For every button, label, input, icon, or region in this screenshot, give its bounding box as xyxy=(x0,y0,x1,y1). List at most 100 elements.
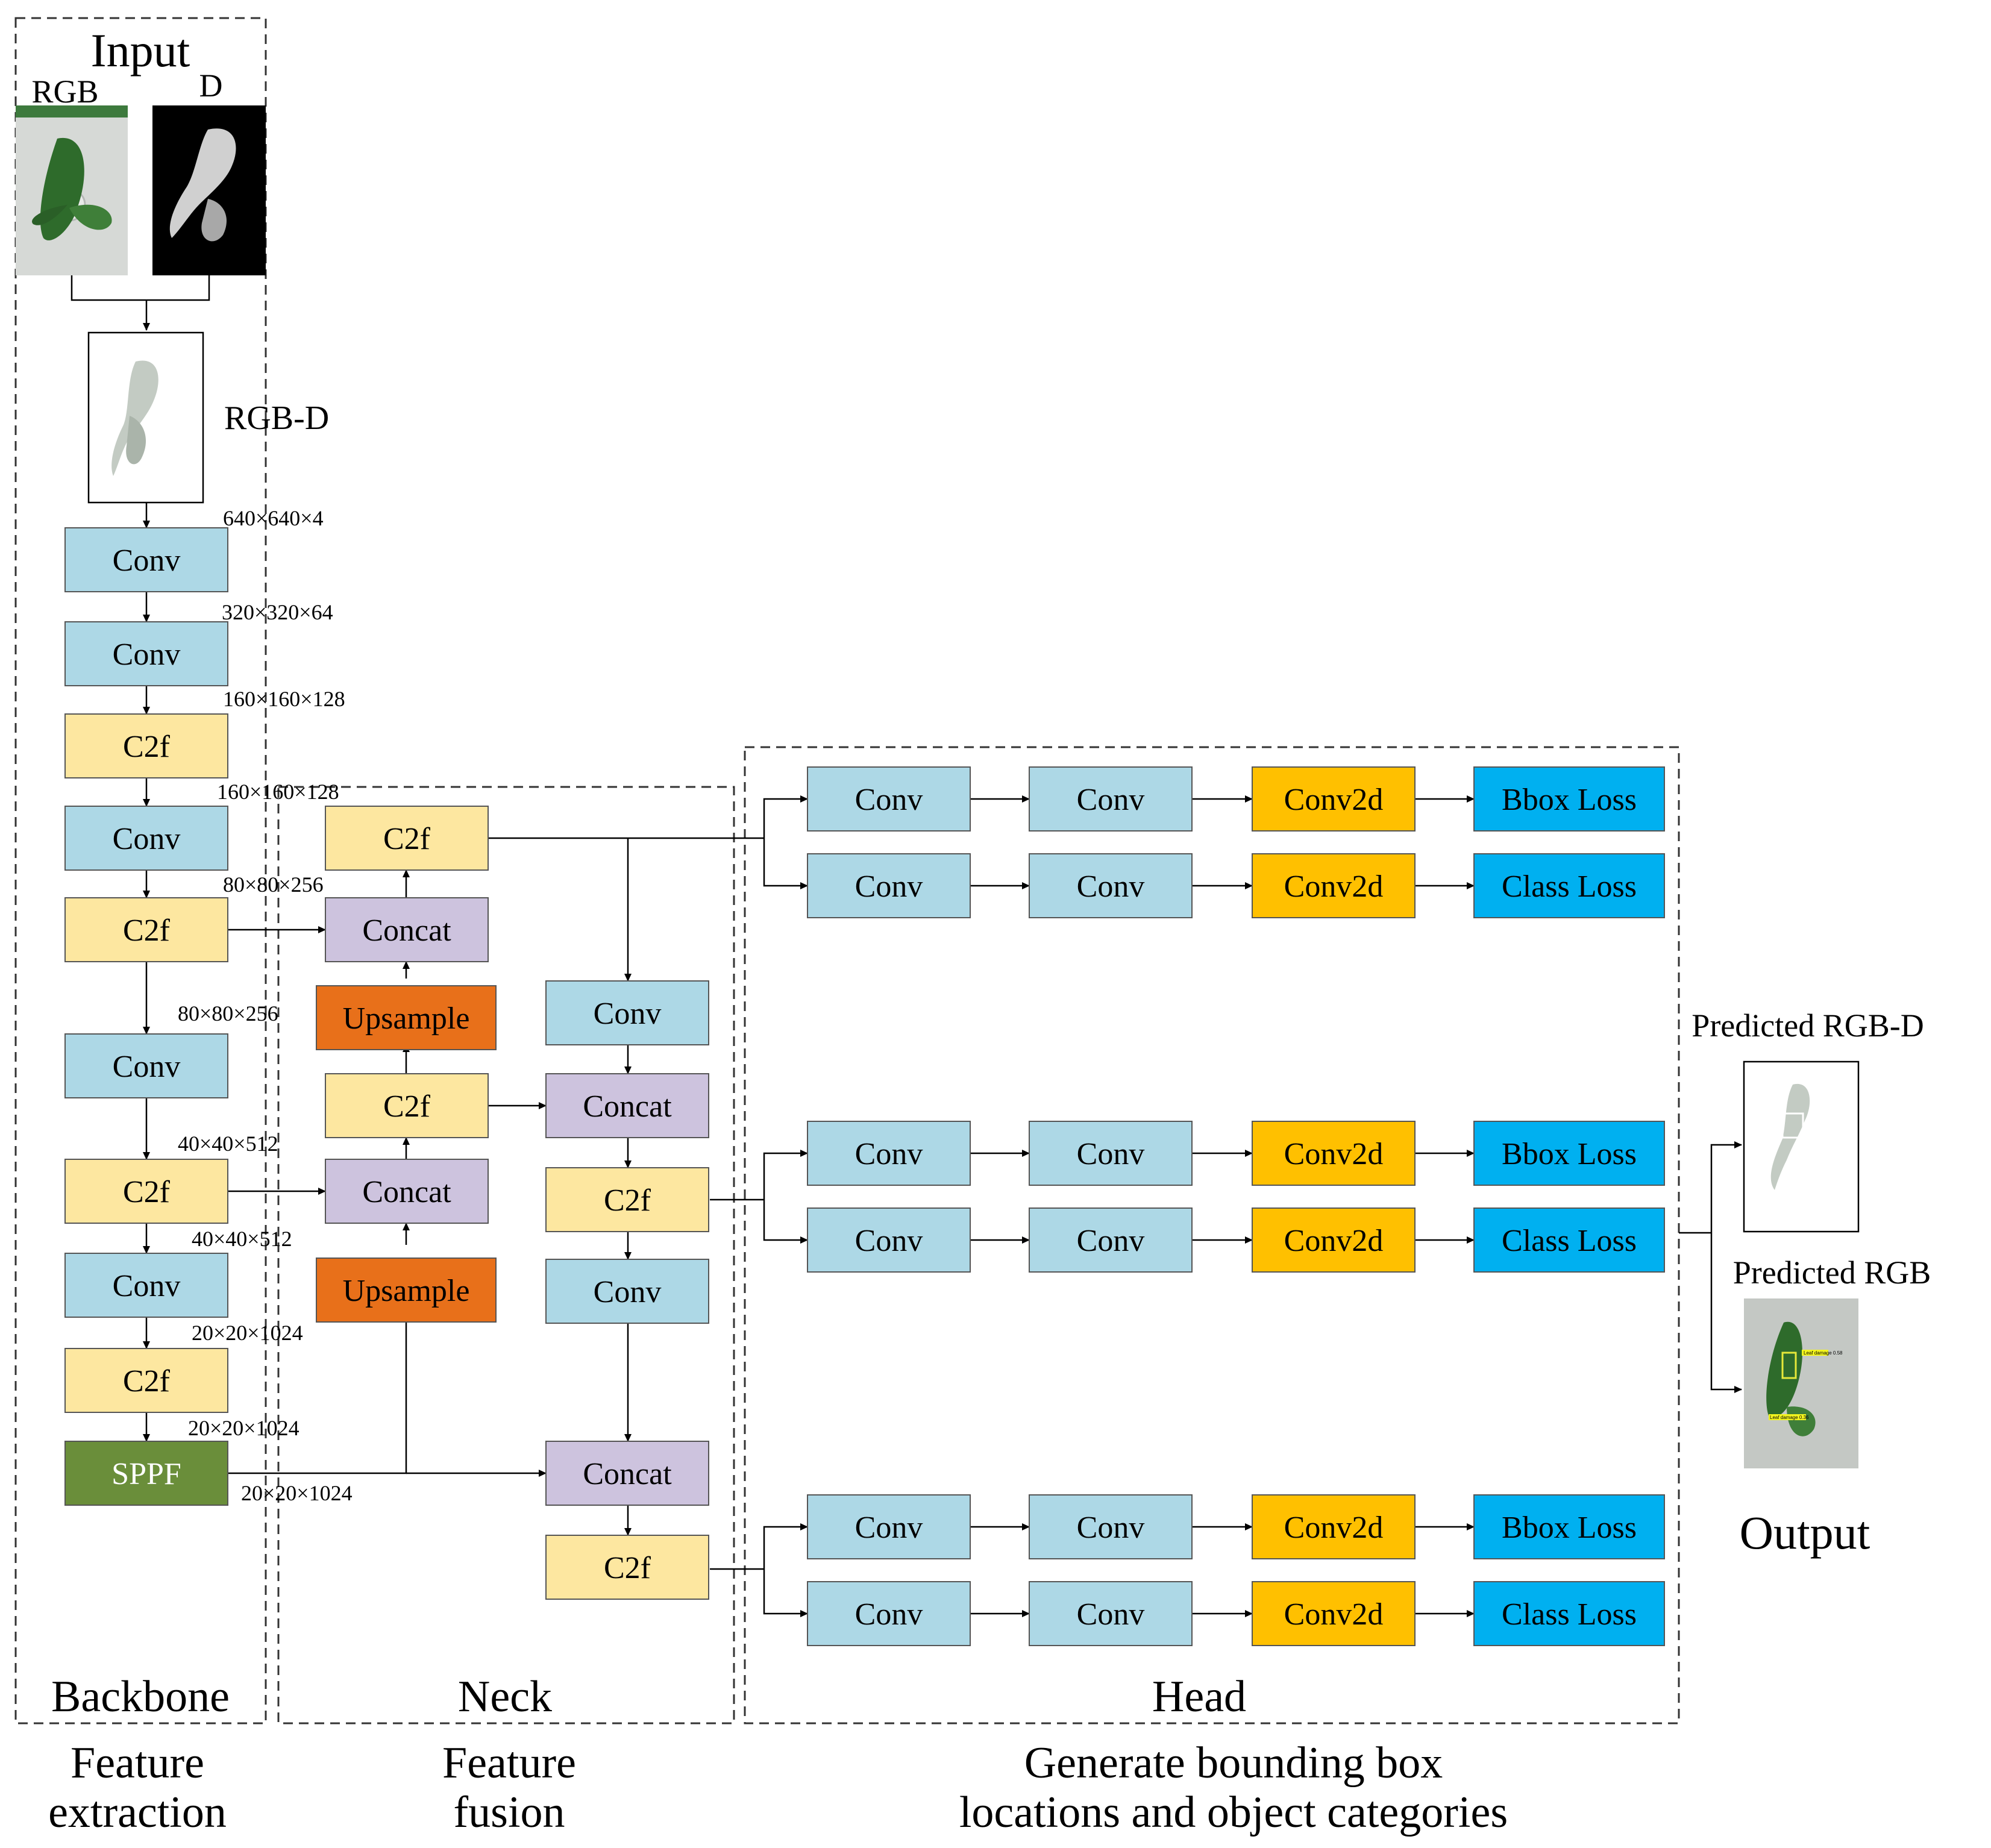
backbone-title: Backbone xyxy=(51,1672,230,1721)
dimension-label: 40×40×512 xyxy=(178,1132,278,1156)
head-block-conv2d: Conv2d xyxy=(1252,766,1416,832)
head-block-conv: Conv xyxy=(807,853,971,918)
head-block-conv-label: Conv xyxy=(1077,783,1145,817)
head-block-conv-label: Conv xyxy=(855,1597,923,1632)
head-block-conv-label: Conv xyxy=(855,1511,923,1545)
neck-block-c2f-label: C2f xyxy=(383,822,431,856)
head-block-conv: Conv xyxy=(807,766,971,832)
backbone-block-conv: Conv xyxy=(64,1253,228,1318)
backbone-block-c2f: C2f xyxy=(64,897,228,962)
backbone-block-conv: Conv xyxy=(64,621,228,686)
neck-block-conv: Conv xyxy=(545,1259,709,1324)
bbox-loss-block-label: Bbox Loss xyxy=(1502,783,1637,817)
head-block-conv-label: Conv xyxy=(1077,869,1145,904)
head-block-conv2d-label: Conv2d xyxy=(1284,1511,1384,1545)
predicted-rgb-label: Predicted RGB xyxy=(1733,1254,1931,1291)
class-loss-block: Class Loss xyxy=(1473,1207,1665,1273)
neck-block-c2f-label: C2f xyxy=(383,1089,431,1124)
feature-fusion-line1: Feature xyxy=(442,1738,576,1788)
head-block-conv: Conv xyxy=(1029,1581,1193,1646)
bbox-loss-block-label: Bbox Loss xyxy=(1502,1511,1637,1545)
rgb-merge-line xyxy=(71,275,210,301)
neck-frame xyxy=(277,786,735,1724)
backbone-block-c2f: C2f xyxy=(64,1159,228,1224)
head-block-conv-label: Conv xyxy=(855,869,923,904)
head-block-conv2d-label: Conv2d xyxy=(1284,1597,1384,1632)
dimension-label: 320×320×64 xyxy=(222,600,333,624)
head-block-conv2d-label: Conv2d xyxy=(1284,1224,1384,1258)
rgbd-label: RGB-D xyxy=(224,399,329,437)
head-block-conv: Conv xyxy=(807,1207,971,1273)
neck-block-concat: Concat xyxy=(325,1159,489,1224)
detection-tag: Leaf damage 0.36 xyxy=(1770,1415,1809,1420)
neck-block-conv-label: Conv xyxy=(594,997,662,1031)
detection-tag: Leaf damage 0.58 xyxy=(1804,1350,1843,1356)
dimension-label: 80×80×256 xyxy=(223,872,324,897)
predicted-rgbd-label: Predicted RGB-D xyxy=(1692,1007,1924,1044)
predicted-rgbd-image xyxy=(1743,1060,1860,1233)
neck-block-concat-label: Concat xyxy=(583,1457,672,1491)
edges xyxy=(143,503,1742,1617)
head-block-conv-label: Conv xyxy=(1077,1224,1145,1258)
head-title: Head xyxy=(1152,1672,1246,1721)
dimension-label: 640×640×4 xyxy=(223,506,324,530)
feature-extraction-line2: extraction xyxy=(48,1788,227,1837)
dimension-label: 160×160×128 xyxy=(223,687,345,711)
neck-block-concat-label: Concat xyxy=(362,1175,451,1209)
head-block-conv2d: Conv2d xyxy=(1252,1494,1416,1559)
head-block-conv2d: Conv2d xyxy=(1252,853,1416,918)
feature-extraction-line1: Feature xyxy=(71,1738,204,1788)
backbone-block-conv: Conv xyxy=(64,527,228,592)
head-block-conv-label: Conv xyxy=(1077,1597,1145,1632)
head-block-conv-label: Conv xyxy=(855,1224,923,1258)
dimension-label: 20×20×1024 xyxy=(241,1481,353,1505)
head-block-conv2d-label: Conv2d xyxy=(1284,1137,1384,1171)
backbone-block-sppf: SPPF xyxy=(64,1441,228,1506)
backbone-block-c2f: C2f xyxy=(64,713,228,778)
head-block-conv2d: Conv2d xyxy=(1252,1207,1416,1273)
backbone-block-c2f: C2f xyxy=(64,1348,228,1413)
backbone-block-c2f-label: C2f xyxy=(123,730,171,764)
backbone-block-conv-label: Conv xyxy=(113,1269,181,1303)
backbone-block-conv: Conv xyxy=(64,806,228,871)
neck-block-concat: Concat xyxy=(545,1441,709,1506)
d-label: D xyxy=(199,67,223,104)
head-block-conv-label: Conv xyxy=(1077,1137,1145,1171)
head-block-conv2d-label: Conv2d xyxy=(1284,869,1384,904)
bbox-loss-block: Bbox Loss xyxy=(1473,766,1665,832)
head-block-conv-label: Conv xyxy=(855,783,923,817)
class-loss-block-label: Class Loss xyxy=(1502,869,1637,904)
neck-block-concat-label: Concat xyxy=(362,913,451,948)
neck-block-c2f: C2f xyxy=(325,806,489,871)
dimension-label: 80×80×256 xyxy=(178,1001,278,1026)
head-block-conv2d: Conv2d xyxy=(1252,1121,1416,1186)
neck-block-concat-label: Concat xyxy=(583,1089,672,1124)
neck-block-c2f: C2f xyxy=(545,1167,709,1232)
neck-block-upsample-label: Upsample xyxy=(343,1001,470,1036)
dimension-label: 20×20×1024 xyxy=(188,1416,299,1440)
head-block-conv2d-label: Conv2d xyxy=(1284,783,1384,817)
class-loss-block-label: Class Loss xyxy=(1502,1597,1637,1632)
neck-block-c2f-label: C2f xyxy=(604,1551,651,1585)
head-block-conv: Conv xyxy=(807,1121,971,1186)
generate-line2: locations and object categories xyxy=(959,1788,1508,1837)
neck-block-upsample: Upsample xyxy=(316,1258,497,1323)
head-block-conv: Conv xyxy=(1029,1207,1193,1273)
backbone-block-sppf-label: SPPF xyxy=(111,1457,181,1491)
neck-block-c2f: C2f xyxy=(325,1073,489,1138)
input-title: Input xyxy=(91,24,190,77)
rgb-label: RGB xyxy=(31,74,98,110)
backbone-frame xyxy=(14,17,267,1724)
backbone-block-c2f-label: C2f xyxy=(123,913,171,948)
rgb-input-image xyxy=(16,105,128,275)
bbox-loss-block: Bbox Loss xyxy=(1473,1121,1665,1186)
neck-block-c2f-label: C2f xyxy=(604,1183,651,1218)
bbox-loss-block-label: Bbox Loss xyxy=(1502,1137,1637,1171)
generate-line1: Generate bounding box xyxy=(1024,1738,1443,1788)
backbone-block-conv-label: Conv xyxy=(113,1050,181,1084)
neck-block-concat: Concat xyxy=(545,1073,709,1138)
neck-title: Neck xyxy=(458,1672,552,1721)
head-block-conv: Conv xyxy=(1029,853,1193,918)
